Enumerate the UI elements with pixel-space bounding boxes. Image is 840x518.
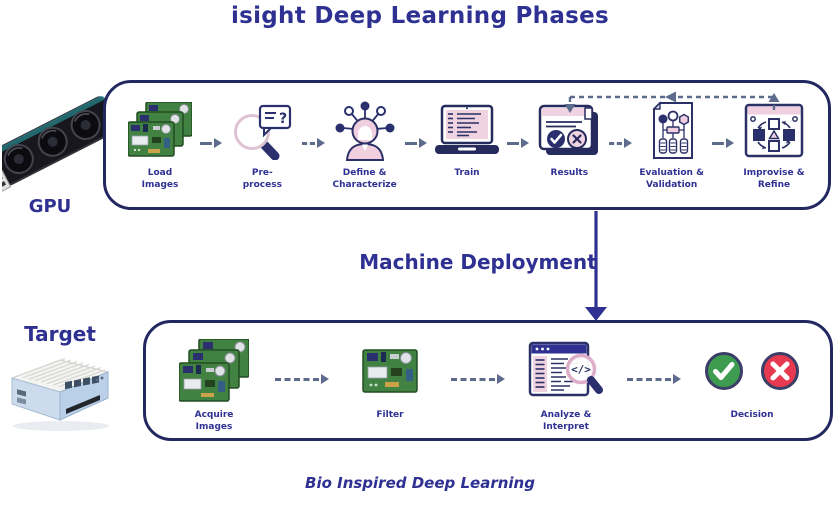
code-magnifier-window-icon: </> (528, 333, 604, 409)
flow-arrow (302, 137, 325, 149)
flow-arrow (436, 373, 520, 385)
cross-circle-icon (761, 352, 799, 390)
stacked-circuit-images-icon (128, 95, 192, 167)
phase-acquire-images: Acquire Images (168, 333, 260, 438)
target-pipeline-panel: Acquire Images Filter (143, 320, 833, 441)
arrow-head-icon (316, 138, 325, 148)
arrow-head-icon (673, 374, 681, 384)
flow-arrow (200, 137, 223, 149)
page-title: isight Deep Learning Phases (230, 3, 610, 29)
arrow-head-icon (725, 138, 734, 148)
gpu-label: GPU (28, 196, 72, 217)
flowchart-document-icon (646, 95, 698, 167)
arrow-head-icon (521, 138, 530, 148)
phase-evaluation-validation: Evaluation & Validation (632, 95, 712, 207)
circuit-image-icon (361, 333, 419, 409)
person-idea-nodes-icon (329, 95, 401, 167)
target-computer-image (10, 357, 110, 431)
phase-decision: Decision (696, 333, 808, 438)
machine-deployment-label: Machine Deployment (359, 250, 597, 274)
arrow-head-icon (418, 138, 427, 148)
phase-label: Decision (730, 410, 774, 420)
gpu-card-image (2, 95, 106, 197)
phase-label: Results (550, 168, 589, 178)
arrow-head-icon (497, 374, 505, 384)
check-circle-icon (705, 352, 743, 390)
magnifier-chat-bubble-icon: ? (230, 95, 294, 167)
flow-arrow (506, 137, 530, 149)
phase-define-characterize: Define & Characterize (325, 95, 405, 207)
arrow-head-icon (623, 138, 632, 148)
flow-arrow (711, 137, 734, 149)
gpu-pipeline-panel: Load Images ? Pre- process (103, 80, 831, 210)
window-check-cross-icon (536, 95, 602, 167)
phase-analyze-interpret: </> Analyze & Interpret (520, 333, 612, 438)
phase-label: Define & Characterize (332, 168, 397, 190)
laptop-code-icon (433, 95, 501, 167)
arrow-head-icon (214, 138, 223, 148)
phase-improvise-refine: Improvise & Refine (734, 95, 814, 207)
phase-label: Evaluation & Validation (639, 168, 704, 190)
svg-text:</>: </> (571, 363, 591, 376)
flow-arrow (612, 373, 696, 385)
decision-icons (702, 333, 802, 409)
phase-train: Train (427, 95, 507, 207)
phase-results: Results (529, 95, 609, 207)
arrow-head-icon (321, 374, 329, 384)
phase-label: Acquire Images (194, 410, 234, 432)
refine-window-icon (744, 95, 804, 167)
phase-label: Improvise & Refine (743, 168, 805, 190)
phase-label: Analyze & Interpret (540, 410, 592, 432)
flow-arrow (260, 373, 344, 385)
svg-text:?: ? (279, 111, 287, 127)
footer-caption: Bio Inspired Deep Learning (305, 474, 535, 492)
phase-filter: Filter (344, 333, 436, 438)
target-label: Target (24, 322, 96, 346)
flow-arrow (404, 137, 427, 149)
phase-label: Pre- process (242, 168, 282, 190)
stacked-circuit-images-icon (179, 333, 249, 409)
phase-pre-process: ? Pre- process (222, 95, 302, 207)
phase-label: Filter (376, 410, 404, 420)
phase-label: Load Images (141, 168, 179, 190)
flow-arrow (609, 137, 632, 149)
phase-load-images: Load Images (120, 95, 200, 207)
phase-label: Train (454, 168, 480, 178)
